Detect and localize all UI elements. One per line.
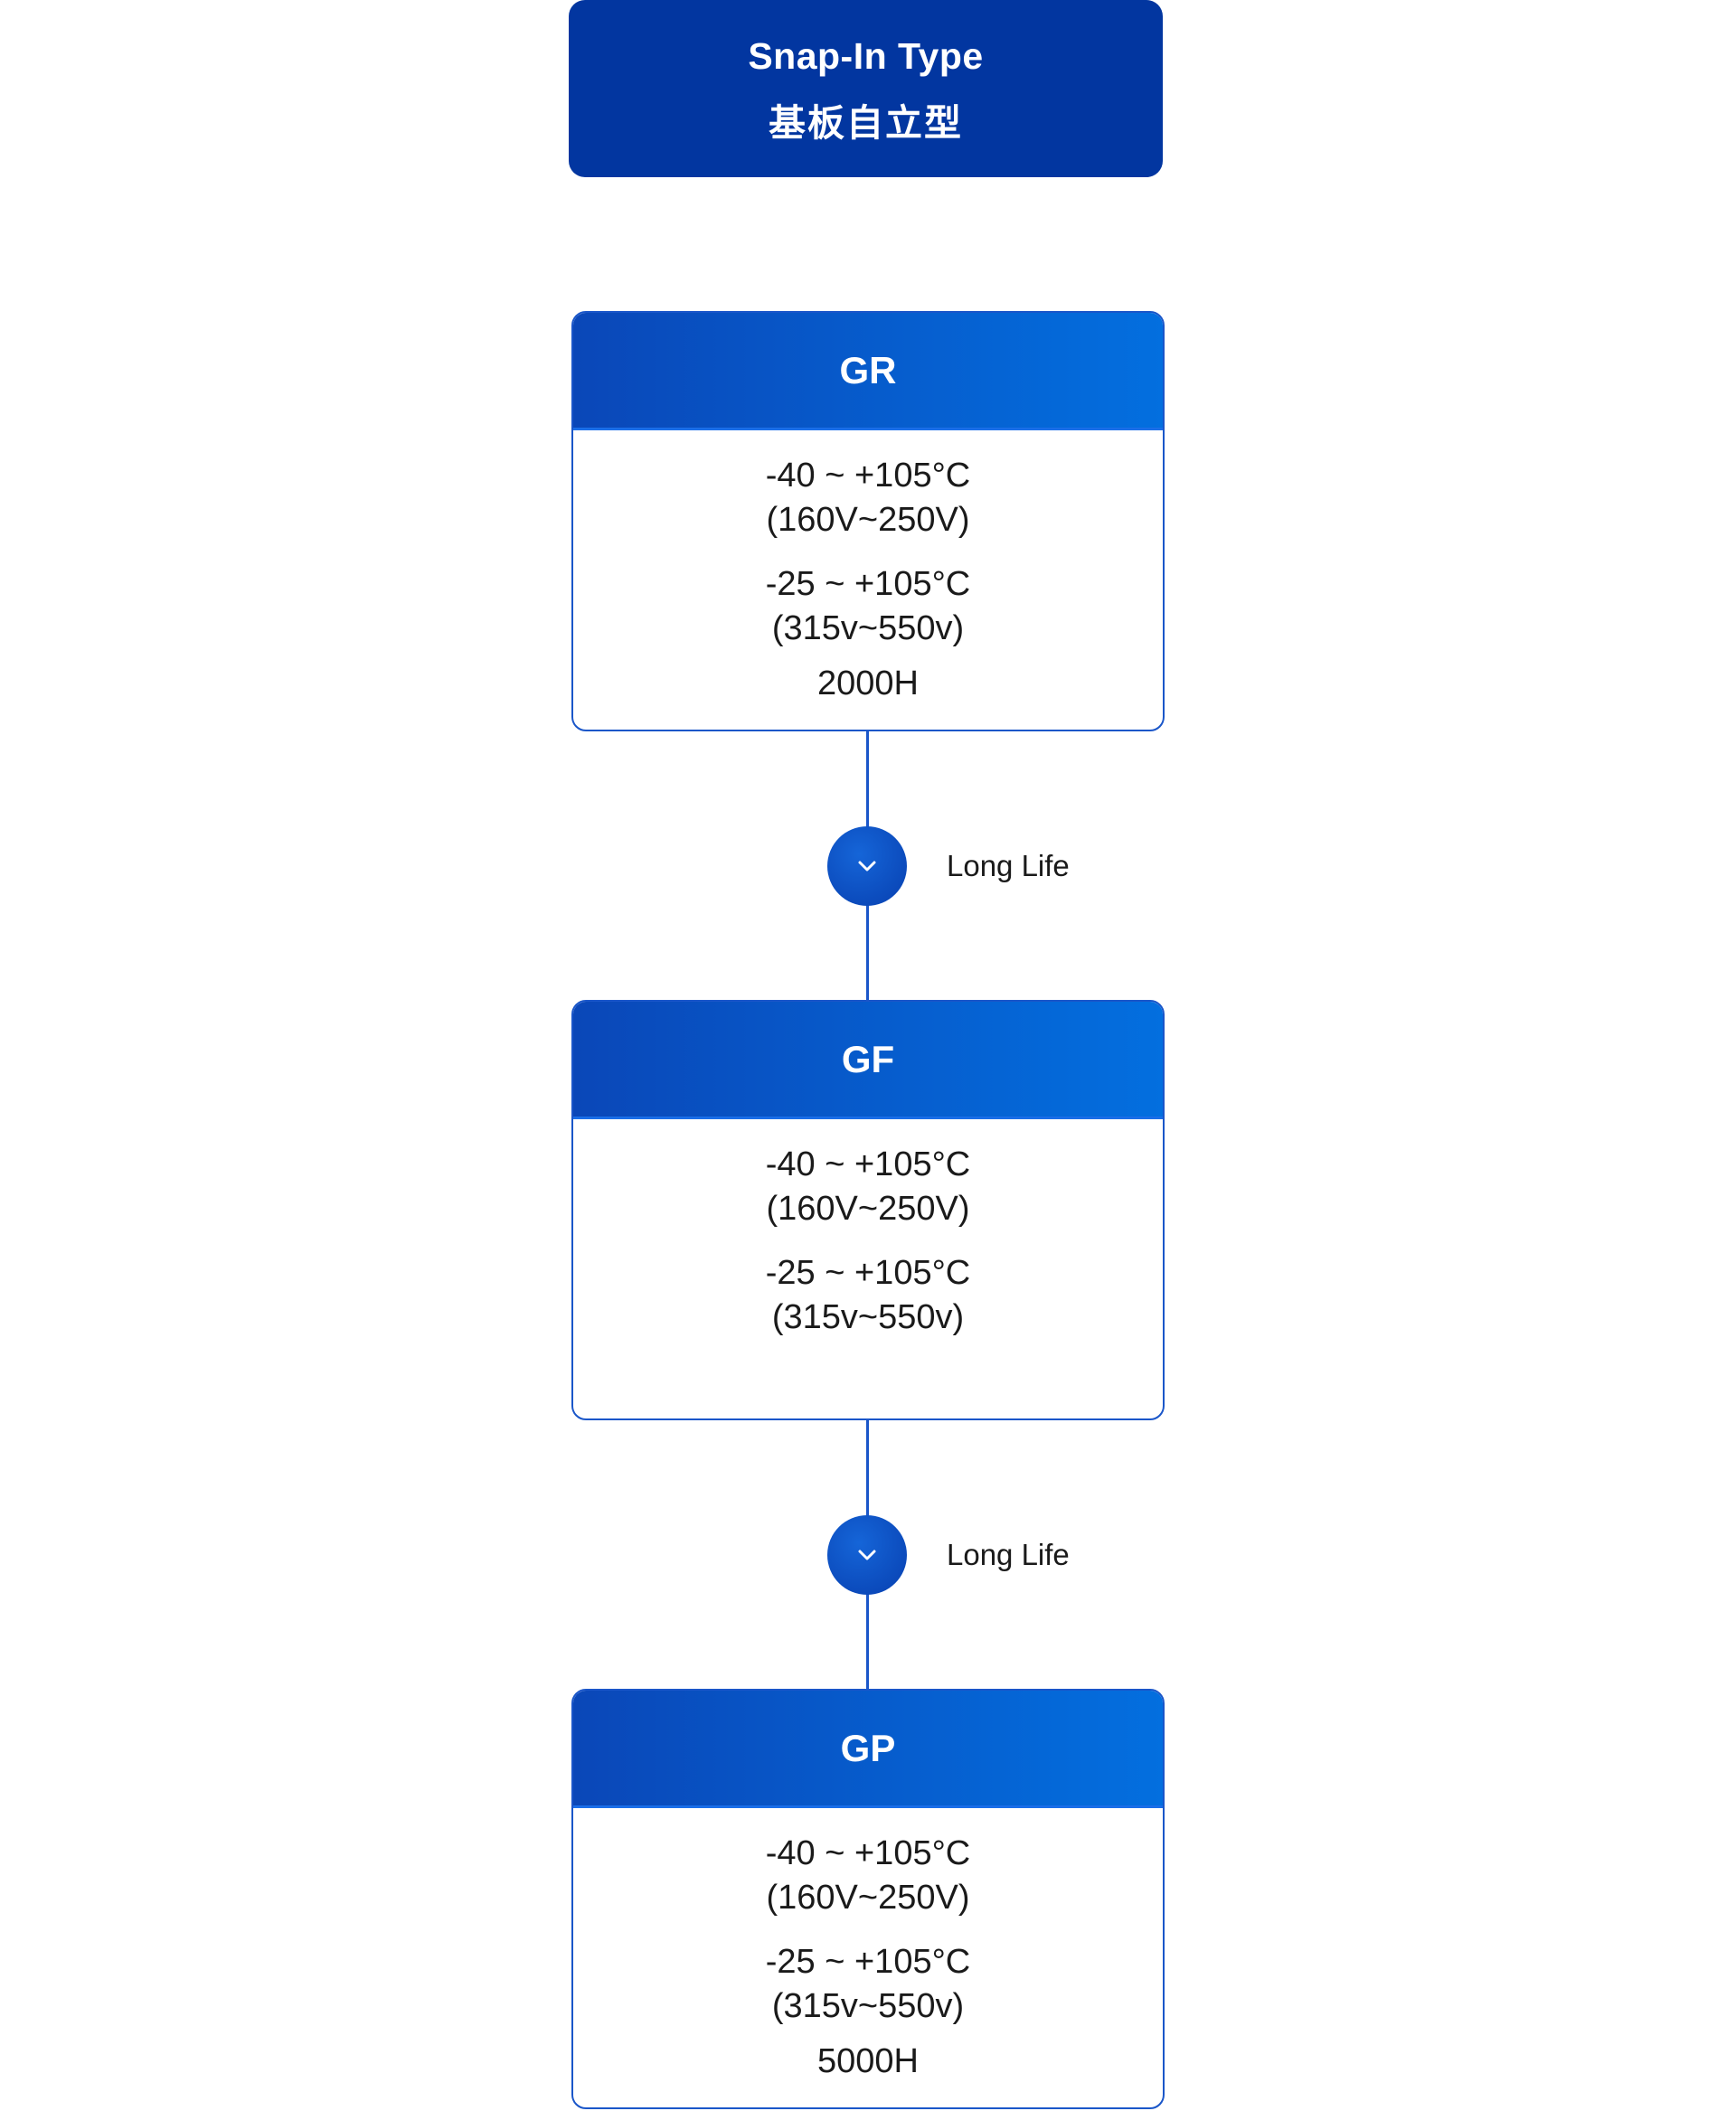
series-card-gr: GR -40 ~ +105°C (160V~250V) -25 ~ +105°C… — [571, 311, 1165, 731]
connector-label: Long Life — [947, 1538, 1070, 1571]
chevron-down-icon-glyph — [858, 1550, 876, 1560]
series-header: GF — [573, 1002, 1163, 1119]
series-header: GR — [573, 313, 1163, 430]
temperature-range: -40 ~ +105°C — [765, 1145, 971, 1183]
series-body: -40 ~ +105°C (160V~250V) -25 ~ +105°C (3… — [573, 1119, 1163, 1340]
chevron-down-icon-glyph — [858, 861, 876, 872]
life-hours: 2000H — [817, 664, 919, 702]
series-body: -40 ~ +105°C (160V~250V) -25 ~ +105°C (3… — [573, 1808, 1163, 2084]
temperature-range: -25 ~ +105°C — [765, 565, 971, 603]
voltage-range: (160V~250V) — [766, 1879, 970, 1917]
temperature-range: -40 ~ +105°C — [765, 457, 971, 495]
snap-in-type-title-box: Snap-In Type 基板自立型 — [569, 0, 1163, 177]
series-card-gp: GP -40 ~ +105°C (160V~250V) -25 ~ +105°C… — [571, 1689, 1165, 2109]
voltage-range: (315v~550v) — [771, 1987, 965, 2025]
temperature-range: -40 ~ +105°C — [765, 1834, 971, 1872]
voltage-range: (160V~250V) — [766, 501, 970, 539]
voltage-range: (160V~250V) — [766, 1190, 970, 1228]
type-title-en: Snap-In Type — [748, 35, 984, 77]
type-title-zh: 基板自立型 — [769, 102, 963, 144]
chevron-down-icon — [827, 1515, 907, 1595]
connector-label: Long Life — [947, 849, 1070, 882]
voltage-range: (315v~550v) — [771, 1298, 965, 1336]
spec-group: -40 ~ +105°C (160V~250V) — [573, 1832, 1163, 1920]
temperature-range: -25 ~ +105°C — [765, 1254, 971, 1292]
life-hours: 5000H — [817, 2042, 919, 2080]
spec-group: -25 ~ +105°C (315v~550v) — [573, 1251, 1163, 1340]
temperature-range: -25 ~ +105°C — [765, 1943, 971, 1981]
series-body: -40 ~ +105°C (160V~250V) -25 ~ +105°C (3… — [573, 430, 1163, 706]
series-header: GP — [573, 1691, 1163, 1808]
series-card-gf: GF -40 ~ +105°C (160V~250V) -25 ~ +105°C… — [571, 1000, 1165, 1420]
spec-group: -40 ~ +105°C (160V~250V) — [573, 1143, 1163, 1231]
spec-group: -40 ~ +105°C (160V~250V) — [573, 454, 1163, 542]
spec-group: -25 ~ +105°C (315v~550v) — [573, 562, 1163, 651]
chevron-down-icon — [827, 826, 907, 906]
voltage-range: (315v~550v) — [771, 609, 965, 647]
spec-group: -25 ~ +105°C (315v~550v) — [573, 1940, 1163, 2029]
